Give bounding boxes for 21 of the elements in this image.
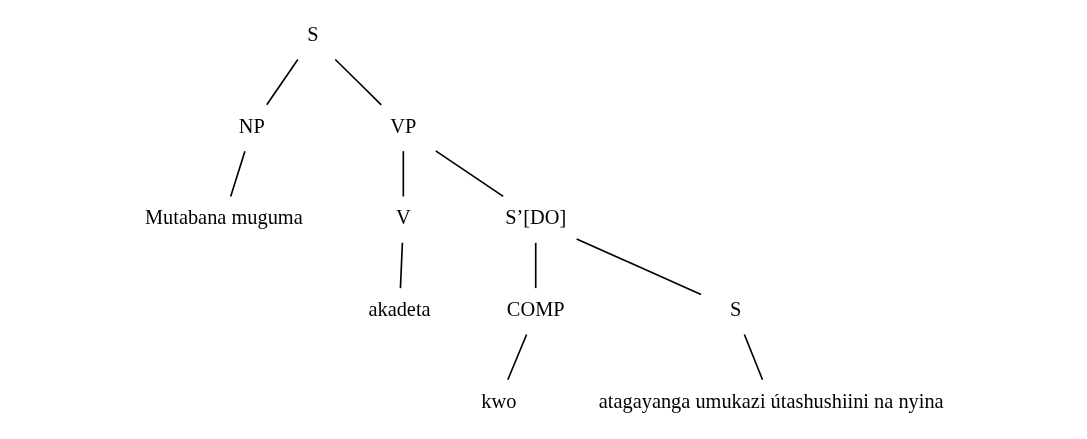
node-text: S xyxy=(729,297,741,320)
connector xyxy=(434,150,504,198)
node-text: atagayanga umukazi útashushiini na nyina xyxy=(598,389,944,412)
connector xyxy=(534,241,537,289)
node-text: NP xyxy=(238,114,265,137)
connector xyxy=(506,333,527,381)
node-text: COMP xyxy=(506,297,565,320)
node-text: kwo xyxy=(480,389,516,412)
connector xyxy=(229,150,246,198)
connector xyxy=(265,58,299,106)
node-text: akadeta xyxy=(367,297,431,320)
connector xyxy=(743,333,763,381)
node-text: S’[DO] xyxy=(504,206,566,229)
connector xyxy=(333,58,382,106)
connector xyxy=(575,238,702,296)
node-text: VP xyxy=(389,114,416,137)
node-text: V xyxy=(395,206,411,229)
connector xyxy=(399,241,403,289)
node-text: S xyxy=(306,23,319,46)
connector xyxy=(402,150,404,198)
node-text: Mutabana muguma xyxy=(144,206,303,229)
